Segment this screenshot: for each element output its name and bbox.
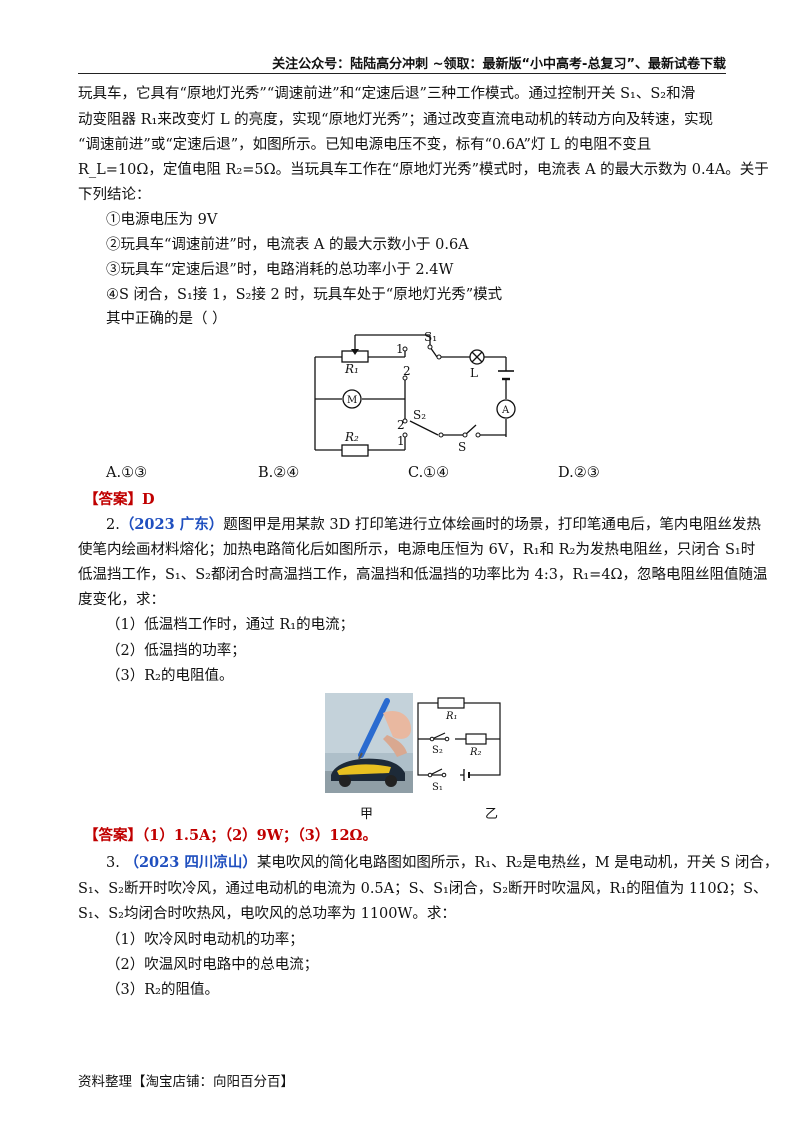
q3-sub-2: （2）吹温风时电路中的总电流； <box>106 957 319 973</box>
q1-label-t1a: 1 <box>396 342 404 356</box>
q1-label-s2: S₂ <box>413 408 426 422</box>
q1-label-l: L <box>470 366 478 380</box>
q1-label-a: A <box>501 405 510 416</box>
q2-answer-value: （1）1.5A；（2）9W；（3）12Ω。 <box>142 827 377 844</box>
q2-answer: 【答案】（1）1.5A；（2）9W；（3）12Ω。 <box>84 826 377 846</box>
header-rule <box>78 73 726 74</box>
q3-sub-1: （1）吹冷风时电动机的功率； <box>106 932 304 948</box>
page-footer: 资料整理【淘宝店铺：向阳百分百】 <box>78 1074 294 1090</box>
q1-line-3: “调速前进”或“定速后退”，如图所示。已知电源电压不变，标有“0.6A”灯 L … <box>78 137 652 153</box>
q1-option-a: A.①③ <box>106 465 148 481</box>
q2-text-1: 题图甲是用某款 3D 打印笔进行立体绘画时的场景，打印笔通电后，笔内电阻丝发热 <box>223 517 761 533</box>
q1-statement-1: ①电源电压为 9V <box>106 212 218 228</box>
q1-line-1: 玩具车，它具有“原地灯光秀”“调速前进”和“定速后退”三种工作模式。通过控制开关… <box>78 86 696 102</box>
q2-line-2: 使笔内绘画材料熔化；加热电路简化后如图所示，电源电压恒为 6V，R₁和 R₂为发… <box>78 542 756 558</box>
q3-line-3: S₁、S₂均闭合时吹热风，电吹风的总功率为 1100W。求： <box>78 906 456 922</box>
q1-answer-value: D <box>142 491 155 508</box>
q1-answer: 【答案】D <box>84 490 155 510</box>
q1-option-b: B.②④ <box>258 465 300 481</box>
q1-label-r2: R₂ <box>344 430 359 444</box>
q1-statement-3: ③玩具车“定速后退”时，电路消耗的总功率小于 2.4W <box>106 262 454 278</box>
q3-sub-3: （3）R₂的阻值。 <box>106 982 219 998</box>
q1-line-4: R_L=10Ω，定值电阻 R₂=5Ω。当玩具车工作在“原地灯光秀”模式时，电流表… <box>78 162 769 178</box>
q2-line-1: 2.（2023 广东）题图甲是用某款 3D 打印笔进行立体绘画时的场景，打印笔通… <box>106 515 761 535</box>
q2-label-s2: S₂ <box>432 745 443 756</box>
q3-line-2: S₁、S₂断开时吹冷风，通过电动机的电流为 0.5A；S、S₁闭合，S₂断开时吹… <box>78 881 768 897</box>
q2-label-r1: R₁ <box>445 711 458 722</box>
q1-option-d: D.②③ <box>558 465 600 481</box>
q1-statement-4: ④S 闭合，S₁接 1，S₂接 2 时，玩具车处于“原地灯光秀”模式 <box>106 287 503 303</box>
q1-circuit-diagram: R₁ R₂ M L A S S₁ S₂ 1 2 2 1 <box>314 330 516 457</box>
q2-line-4: 度变化，求： <box>78 592 165 608</box>
q1-answer-label: 【答案】 <box>84 491 142 508</box>
q2-sub-3: （3）R₂的电阻值。 <box>106 668 234 684</box>
q1-line-2: 动变阻器 R₁来改变灯 L 的亮度，实现“原地灯光秀”；通过改变直流电动机的转动… <box>78 112 714 128</box>
q2-sub-1: （1）低温档工作时，通过 R₁的电流； <box>106 617 355 633</box>
q2-fig-label-yi: 乙 <box>485 807 499 822</box>
q2-sub-2: （2）低温挡的功率； <box>106 643 246 659</box>
q2-line-3: 低温挡工作，S₁、S₂都闭合时高温挡工作，高温挡和低温挡的功率比为 4:3，R₁… <box>78 567 768 583</box>
q2-fig-label-jia: 甲 <box>360 807 374 822</box>
q1-label-m: M <box>347 395 357 406</box>
header-text: 关注公众号：陆陆高分冲刺 ~领取：最新版“小中高考-总复习”、最新试卷下载 <box>272 57 726 72</box>
q2-circuit-diagram: R₁ R₂ S₂ S₁ <box>417 697 501 793</box>
q1-line-5: 下列结论： <box>78 187 151 203</box>
q1-option-c: C.①④ <box>408 465 450 481</box>
q2-photo-3d-pen <box>325 693 413 793</box>
q3-text-1: 某电吹风的简化电路图如图所示，R₁、R₂是电热丝，M 是电动机，开关 S 闭合， <box>256 855 779 871</box>
q1-label-r1: R₁ <box>344 362 359 376</box>
q1-label-t2b: 2 <box>397 418 405 432</box>
q2-label-r2: R₂ <box>469 747 482 758</box>
q1-label-t2a: 2 <box>403 364 411 378</box>
q2-source: （2023 广东） <box>119 516 224 533</box>
q2-label-s1: S₁ <box>432 782 443 793</box>
q2-answer-label: 【答案】 <box>84 827 142 844</box>
q2-number: 2. <box>106 517 120 533</box>
q3-line-1: 3. （2023 四川凉山）某电吹风的简化电路图如图所示，R₁、R₂是电热丝，M… <box>106 853 778 873</box>
q1-label-s1: S₁ <box>424 330 437 344</box>
q1-label-s: S <box>458 440 466 454</box>
q1-statement-2: ②玩具车“调速前进”时，电流表 A 的最大示数小于 0.6A <box>106 237 469 253</box>
q1-label-t1b: 1 <box>397 434 405 448</box>
page-header: 关注公众号：陆陆高分冲刺 ~领取：最新版“小中高考-总复习”、最新试卷下载 <box>78 50 726 74</box>
q3-source: （2023 四川凉山） <box>124 854 257 871</box>
q3-number: 3. <box>106 855 120 871</box>
q1-prompt: 其中正确的是（ ） <box>106 311 227 327</box>
